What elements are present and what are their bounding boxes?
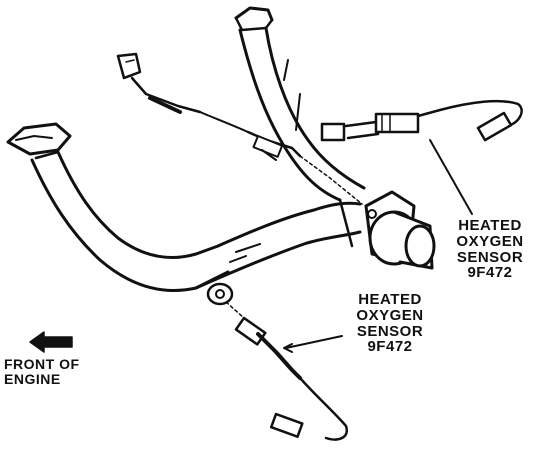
upper-oxygen-sensor — [320, 99, 523, 142]
callout-line: OXYGEN — [456, 232, 524, 250]
left-inlet-pipe — [6, 122, 230, 292]
callout-heated-oxygen-sensor-bottom: HEATED OXYGEN SENSOR 9F472 — [334, 292, 446, 355]
orientation-line: ENGINE — [4, 370, 61, 387]
right-callout-leader — [429, 139, 473, 215]
callout-part-number: 9F472 — [367, 338, 413, 356]
orientation-line: FRONT OF — [4, 356, 80, 372]
callout-heated-oxygen-sensor-right: HEATED OXYGEN SENSOR 9F472 — [438, 218, 542, 281]
upper-sensor-harness — [116, 52, 363, 205]
callout-line: HEATED — [458, 217, 522, 234]
bottom-callout-arrowhead — [283, 343, 293, 353]
front-direction-arrow-icon — [29, 331, 73, 353]
callout-part-number: 9F472 — [467, 264, 513, 282]
bottom-callout-leader — [285, 335, 343, 349]
callout-line: HEATED — [358, 291, 422, 308]
callout-line: SENSOR — [456, 248, 524, 266]
y-pipe-collector — [194, 190, 436, 290]
upper-branch-pipe — [234, 6, 366, 202]
front-of-engine-label: FRONT OF ENGINE — [4, 357, 114, 386]
callout-line: OXYGEN — [356, 306, 424, 324]
lower-oxygen-sensor — [206, 282, 349, 441]
callout-line: SENSOR — [356, 322, 424, 340]
